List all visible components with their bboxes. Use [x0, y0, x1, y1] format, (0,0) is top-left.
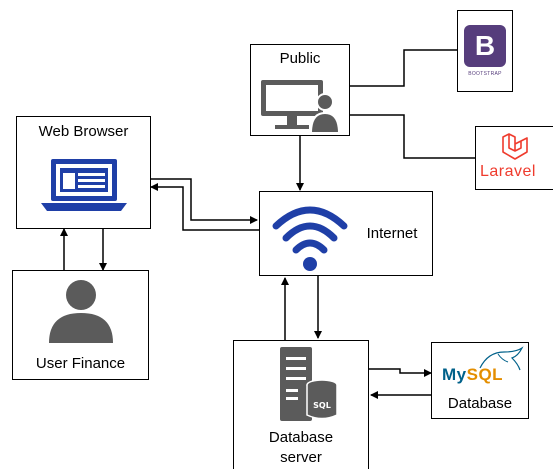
- laravel-to-public-arrow: [342, 111, 475, 159]
- web-browser-node: Web Browser: [16, 116, 151, 229]
- internet-to-browser-arrow: [150, 183, 259, 231]
- server-to-mysql-arrow: [369, 368, 432, 377]
- user-finance-node: User Finance: [12, 270, 149, 380]
- internet-label: Internet: [366, 225, 418, 242]
- bootstrap-logo: B: [464, 25, 506, 67]
- bootstrap-logo-letter: B: [474, 30, 496, 61]
- web-browser-label: Web Browser: [38, 123, 129, 140]
- bootstrap-to-public-arrow: [342, 49, 457, 90]
- wifi-icon: [272, 206, 348, 271]
- mysql-logo: MySQL: [442, 365, 503, 385]
- user-icon: [49, 280, 113, 343]
- svg-text:SQL: SQL: [313, 401, 331, 410]
- public-node: Public: [250, 44, 350, 136]
- mysql-logo-my: My: [442, 365, 467, 384]
- public-label: Public: [279, 50, 321, 67]
- database-server-label-line1: Database: [268, 429, 334, 446]
- laravel-logo-text: Laravel: [480, 163, 536, 180]
- database-server-label-line2: server: [280, 449, 322, 466]
- mysql-database-node: MySQL Database: [431, 342, 529, 419]
- database-server-node: SQL Database server: [233, 340, 369, 469]
- server-sql-icon: SQL: [280, 347, 338, 421]
- mysql-dolphin-icon: [479, 346, 524, 371]
- browser-to-internet-arrow: [151, 178, 258, 224]
- mysql-logo-sql: SQL: [466, 365, 504, 384]
- user-finance-label: User Finance: [35, 355, 126, 372]
- bootstrap-caption: BOOTSTRAP: [468, 71, 502, 77]
- bootstrap-logo-box: B BOOTSTRAP: [457, 10, 513, 92]
- public-user-monitor-icon: [261, 80, 341, 133]
- laravel-logo-box: Laravel: [475, 126, 553, 190]
- laravel-logo-icon: [502, 133, 528, 160]
- database-label: Database: [447, 395, 513, 412]
- laptop-browser-icon: [41, 159, 127, 211]
- internet-node: Internet: [259, 191, 433, 276]
